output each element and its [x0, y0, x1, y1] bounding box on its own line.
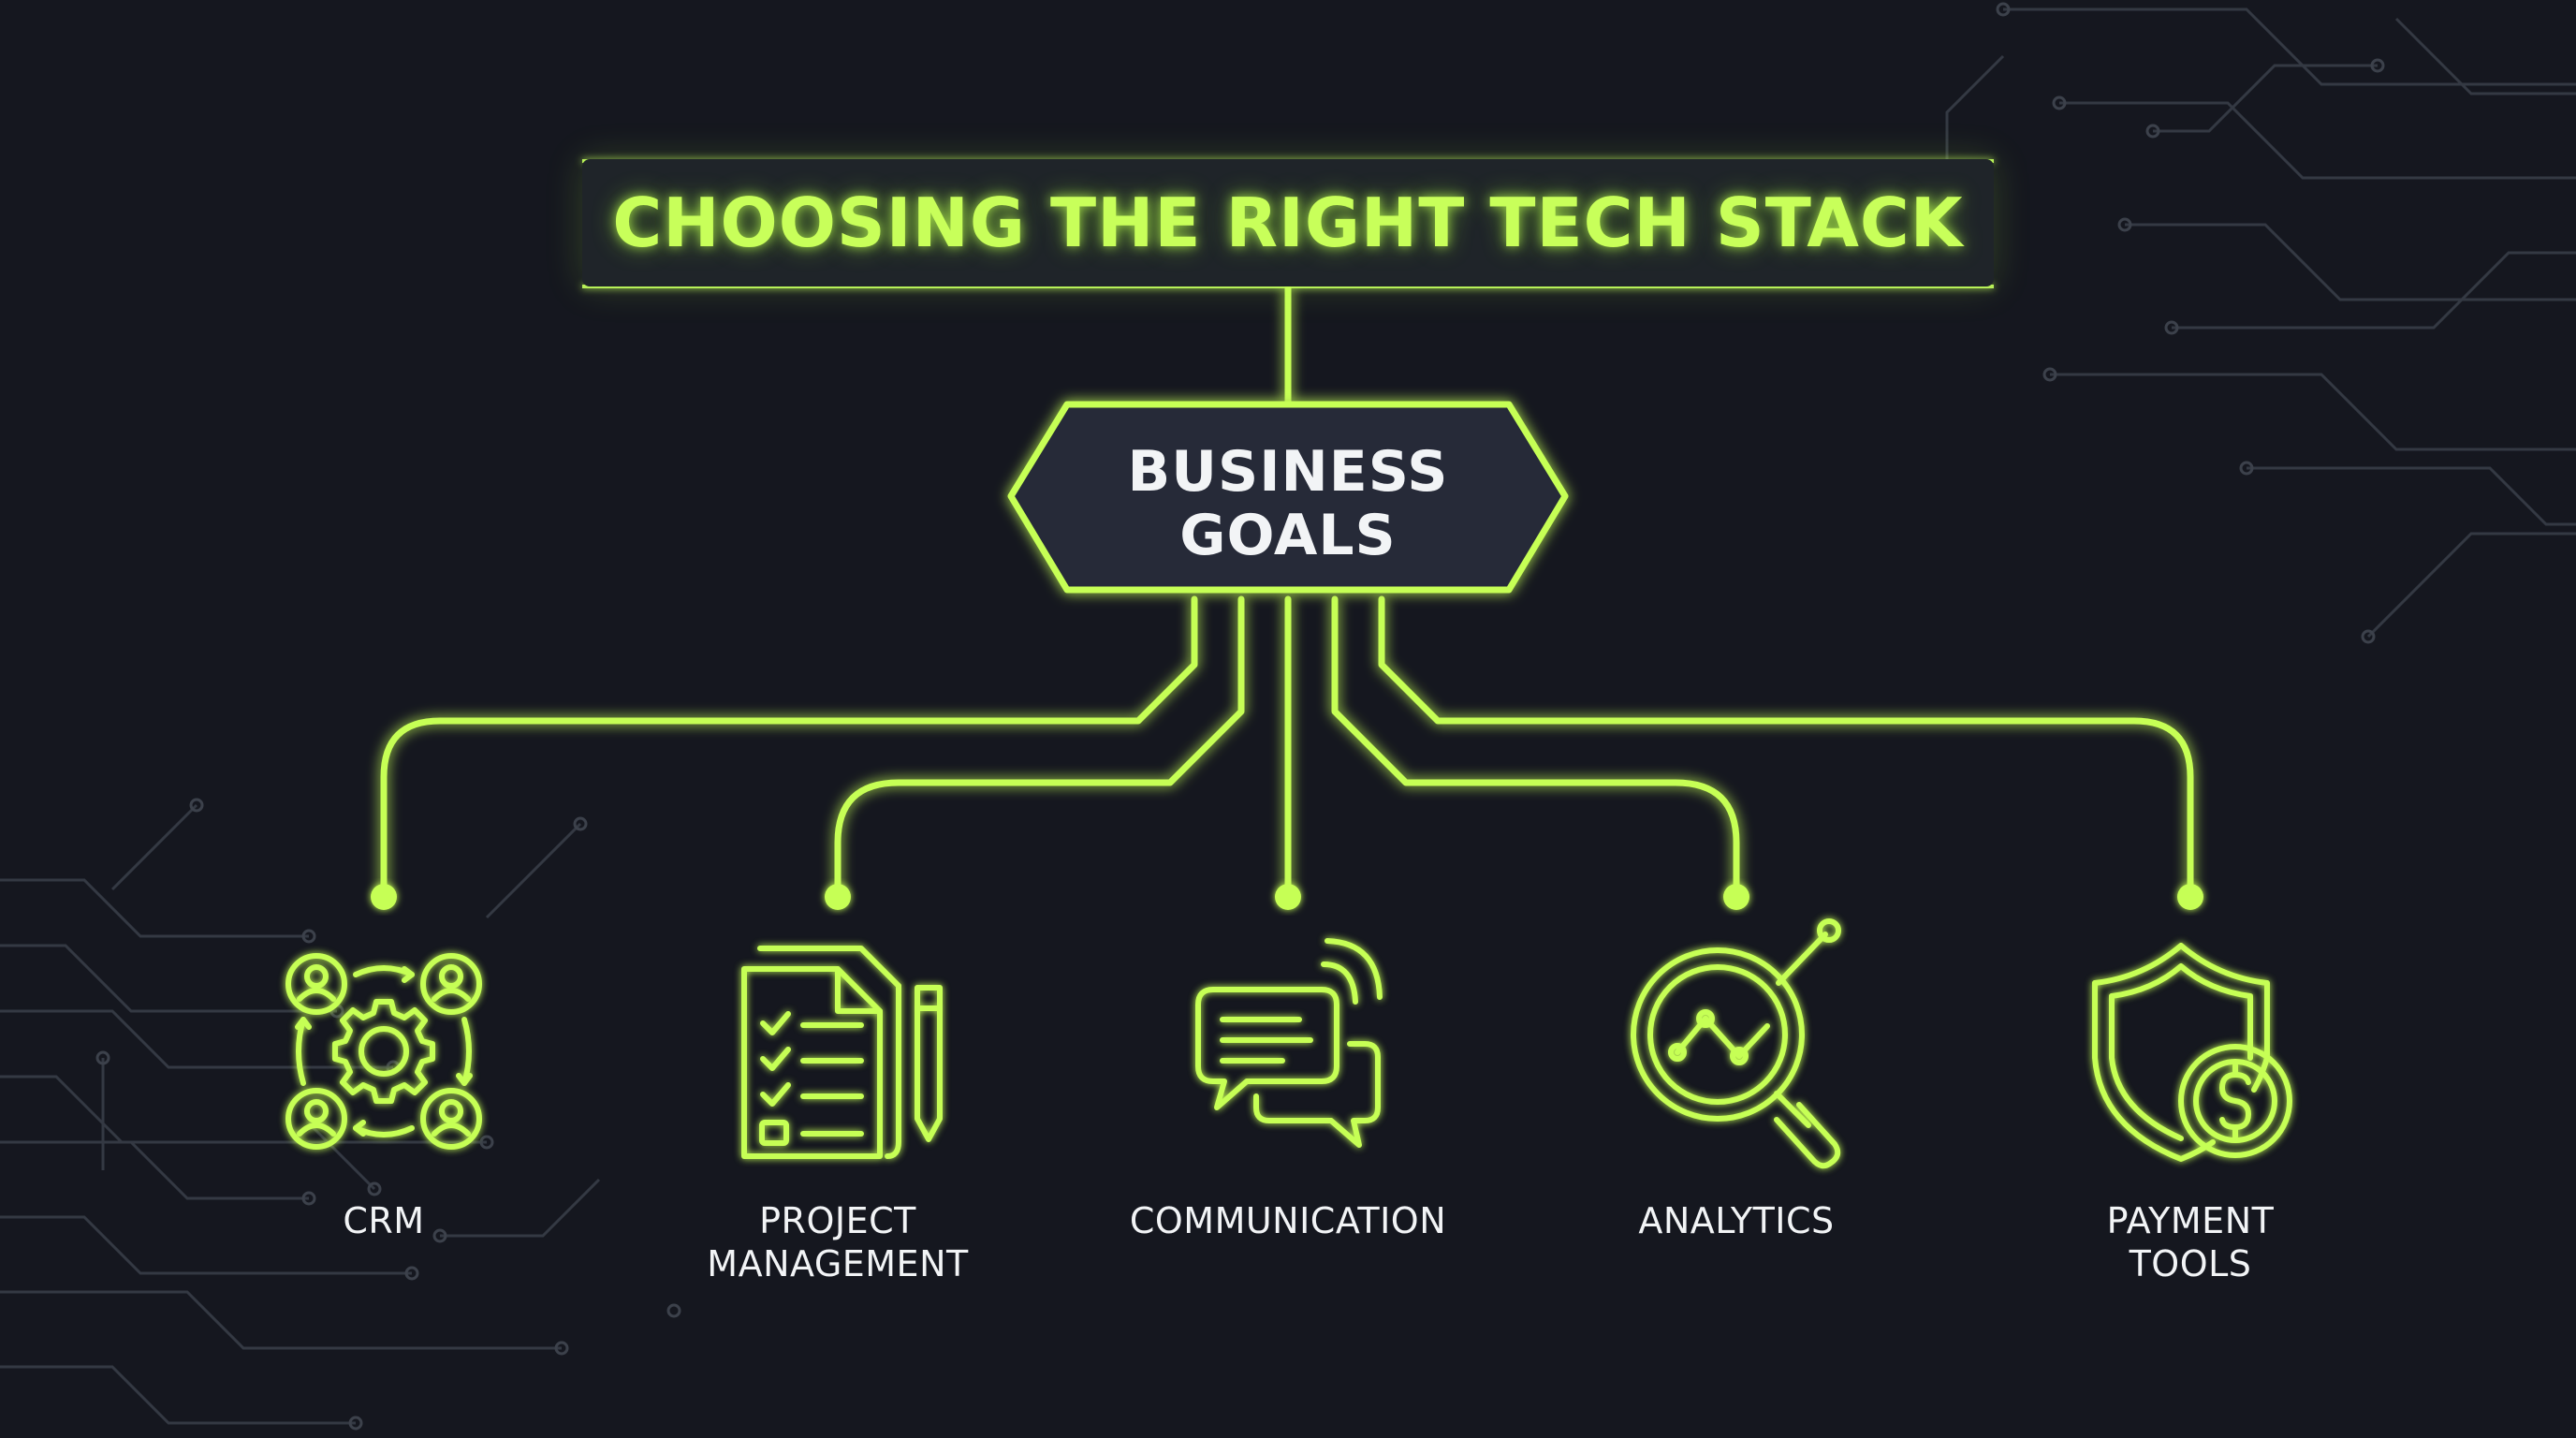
- branch-label-analytics-line-1: ANALYTICS: [1638, 1200, 1835, 1241]
- branch-label-project-management-line-1: PROJECT: [759, 1200, 916, 1241]
- connector-lines: [380, 285, 2194, 898]
- background-circuit-nodes: [95, 2, 2385, 1431]
- business-goals-line-2: GOALS: [1179, 503, 1397, 568]
- connector-analytics: [1331, 595, 1740, 898]
- branch-label-project-management-line-2: MANAGEMENT: [707, 1243, 969, 1284]
- branch-label-crm: CRM: [187, 1199, 580, 1242]
- branch-label-payment-tools: PAYMENT TOOLS: [1994, 1199, 2387, 1285]
- connector-payment-tools: [1378, 595, 2194, 898]
- connector-crm: [380, 595, 1198, 898]
- branch-label-project-management: PROJECT MANAGEMENT: [641, 1199, 1034, 1285]
- branch-label-payment-tools-line-1: PAYMENT: [2106, 1200, 2275, 1241]
- branch-label-crm-line-1: CRM: [343, 1200, 425, 1241]
- connector-project-management: [834, 595, 1245, 898]
- branch-label-communication-line-1: COMMUNICATION: [1129, 1200, 1447, 1241]
- branch-label-communication: COMMUNICATION: [1091, 1199, 1485, 1242]
- business-goals-hexagon: [1007, 401, 1569, 594]
- diagram-title: CHOOSING THE RIGHT TECH STACK: [612, 183, 1964, 262]
- crm-network-icon: [285, 953, 482, 1150]
- connector-end-dots: [371, 884, 2203, 910]
- checklist-document-icon: [741, 946, 943, 1159]
- magnifier-chart-icon: [1631, 918, 1841, 1169]
- branch-label-payment-tools-line-2: TOOLS: [2129, 1243, 2252, 1284]
- business-goals-node: BUSINESS GOALS: [1030, 429, 1546, 579]
- branch-label-analytics: ANALYTICS: [1540, 1199, 1933, 1242]
- business-goals-line-1: BUSINESS: [1127, 439, 1449, 505]
- shield-dollar-icon: [2092, 943, 2292, 1162]
- chat-bubbles-icon: [1195, 938, 1383, 1148]
- title-banner: CHOOSING THE RIGHT TECH STACK: [582, 159, 1994, 286]
